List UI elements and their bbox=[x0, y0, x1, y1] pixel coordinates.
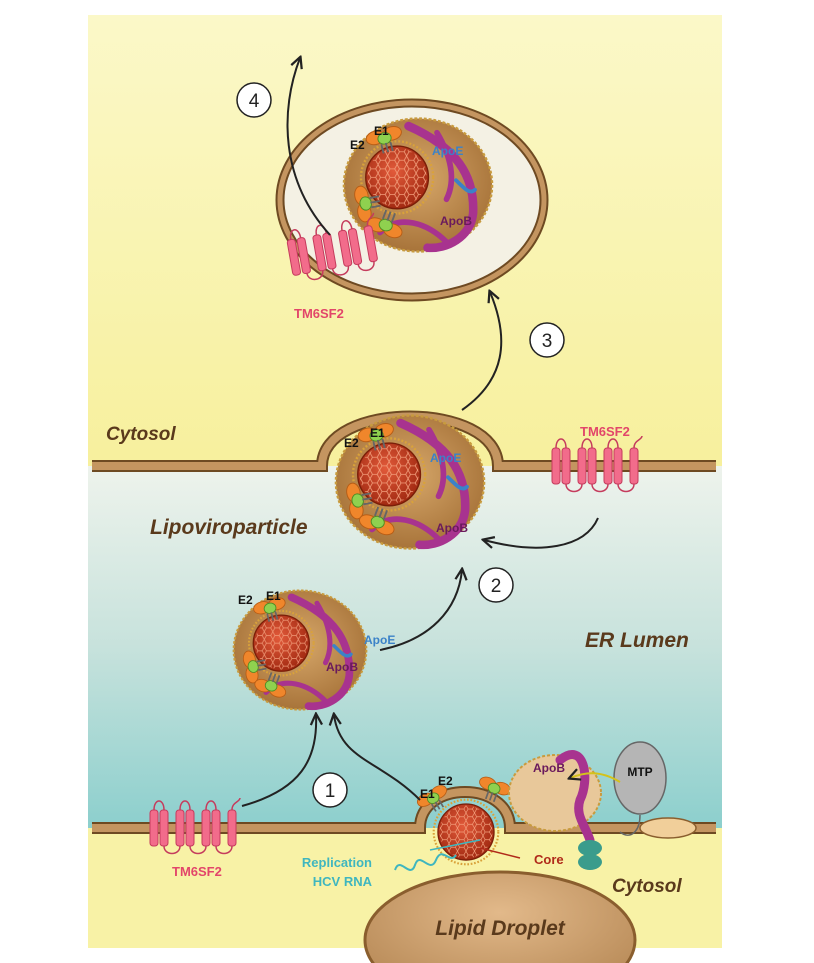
lipoviroparticle-label: Lipoviroparticle bbox=[150, 516, 308, 539]
step-2-number: 2 bbox=[491, 576, 502, 597]
step-3-number: 3 bbox=[542, 331, 553, 352]
hcv-rna-label: HCV RNA bbox=[313, 874, 373, 889]
step-4-number: 4 bbox=[249, 91, 260, 112]
step-2-badge: 2 bbox=[479, 568, 513, 602]
e2-label-membrane: E2 bbox=[438, 774, 453, 788]
step-3-badge: 3 bbox=[530, 323, 564, 357]
step-1-number: 1 bbox=[325, 781, 336, 802]
core-label: Core bbox=[534, 852, 564, 867]
apoe-label-bud: ApoE bbox=[430, 451, 461, 465]
mtp-label: MTP bbox=[627, 765, 652, 779]
er-lumen-label: ER Lumen bbox=[585, 629, 689, 652]
tm6sf2-vesicle-label: TM6SF2 bbox=[294, 306, 344, 321]
e1-label-lumen: E1 bbox=[266, 589, 281, 603]
apob-label-vesicle: ApoB bbox=[440, 214, 472, 228]
translocon bbox=[578, 840, 602, 856]
apob-label-lumen: ApoB bbox=[326, 660, 358, 674]
e1-label-membrane: E1 bbox=[420, 787, 435, 801]
apob-label-bud: ApoB bbox=[436, 521, 468, 535]
replication-label: Replication bbox=[302, 855, 372, 870]
cytosol-bottom-label: Cytosol bbox=[612, 876, 682, 897]
step-4-badge: 4 bbox=[237, 83, 271, 117]
lipoviroparticle-lumen bbox=[234, 591, 367, 710]
tm6sf2-upper-label: TM6SF2 bbox=[580, 424, 630, 439]
e1-label-bud: E1 bbox=[370, 426, 385, 440]
apoe-label-lumen: ApoE bbox=[364, 633, 395, 647]
apoe-label-vesicle: ApoE bbox=[432, 144, 463, 158]
step-1-badge: 1 bbox=[313, 773, 347, 807]
e2-label-vesicle: E2 bbox=[350, 138, 365, 152]
e1-label-vesicle: E1 bbox=[374, 124, 389, 138]
e2-label-bud: E2 bbox=[344, 436, 359, 450]
e2-label-lumen: E2 bbox=[238, 593, 253, 607]
cytosol-top-label: Cytosol bbox=[106, 424, 176, 445]
tm6sf2-lower-label: TM6SF2 bbox=[172, 864, 222, 879]
lipid-droplet-label: Lipid Droplet bbox=[435, 917, 565, 940]
apob-label-membrane: ApoB bbox=[533, 761, 565, 775]
